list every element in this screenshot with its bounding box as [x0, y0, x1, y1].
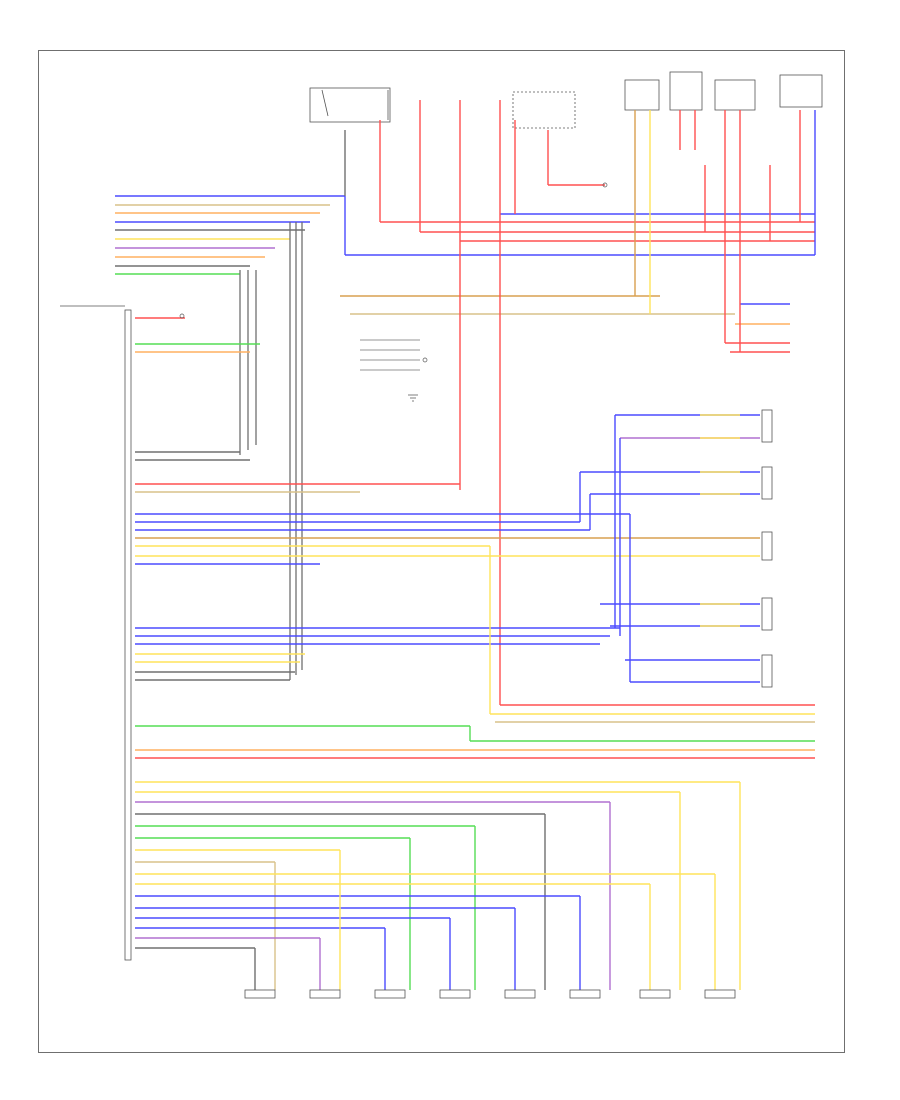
- top-components: [309, 71, 823, 129]
- speaker-icon: [761, 597, 773, 631]
- lower-speaker-bundle: [135, 781, 741, 990]
- speaker-icon: [761, 531, 773, 561]
- connector-icon: [602, 182, 608, 188]
- speaker-icon: [761, 466, 773, 500]
- connector-icon: [422, 357, 428, 363]
- speaker-icon: [309, 989, 341, 999]
- diagram-frame: [38, 50, 845, 1053]
- shielded-cables: [239, 222, 303, 680]
- door-speaker-feeds: [579, 414, 760, 683]
- ground-icon: [408, 394, 418, 402]
- bottom-speaker-icons: [244, 989, 736, 999]
- fuse-relay-box: [309, 87, 391, 123]
- speaker-icon: [761, 654, 773, 688]
- connector-icon: [179, 313, 185, 319]
- speaker-icon: [704, 989, 736, 999]
- speaker-icon: [374, 989, 406, 999]
- vertical-feeds: [344, 100, 816, 705]
- module-2: [669, 71, 703, 111]
- module-1: [624, 79, 660, 111]
- upper-wire-bundle: [115, 195, 815, 353]
- speaker-icon: [244, 989, 276, 999]
- speaker-icon: [439, 989, 471, 999]
- speaker-icon: [569, 989, 601, 999]
- speaker-icon: [504, 989, 536, 999]
- module-3: [714, 79, 756, 111]
- door-speaker-icons: [761, 409, 773, 688]
- speaker-icon: [761, 409, 773, 443]
- radio-connector-column: [60, 305, 132, 961]
- module-4: [779, 74, 823, 108]
- speaker-icon: [639, 989, 671, 999]
- connector-glyphs: [179, 182, 608, 402]
- fuse-block: [512, 91, 576, 129]
- radio-output-wires: [135, 317, 815, 759]
